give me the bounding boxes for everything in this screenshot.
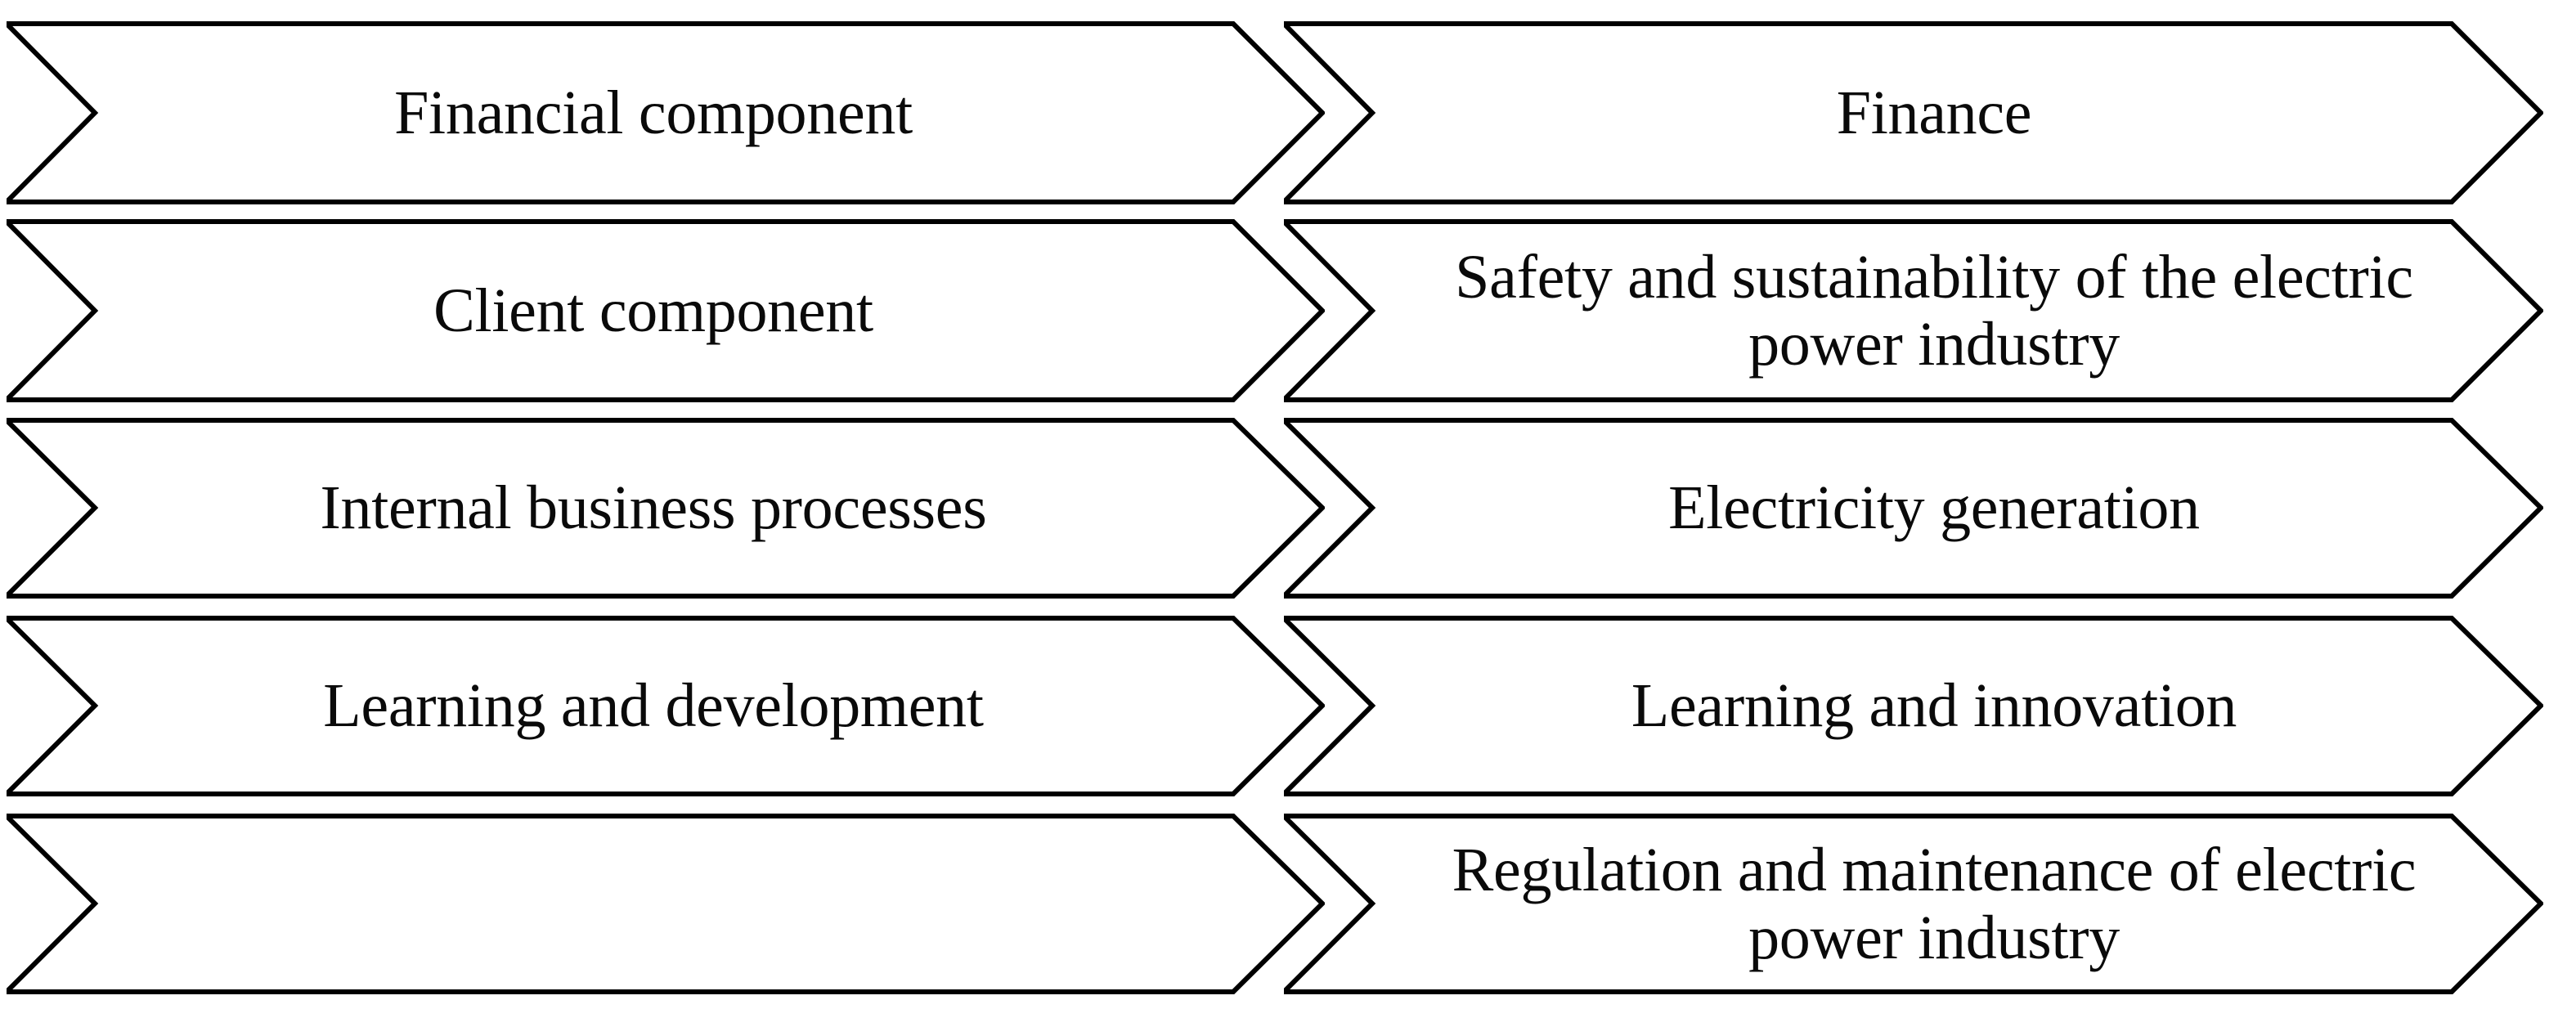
chevron-shape-icon bbox=[1284, 21, 2543, 204]
chevron-right-4[interactable]: Learning and innovation bbox=[1284, 616, 2543, 796]
chevron-shape-icon bbox=[7, 814, 1325, 994]
chevron-left-4[interactable]: Learning and development bbox=[7, 616, 1325, 796]
chevron-shape-icon bbox=[1284, 418, 2543, 599]
diagram-row: Financial component Finance bbox=[0, 21, 2576, 204]
diagram-row: Regulation and maintenance of electric p… bbox=[0, 814, 2576, 994]
chevron-right-3[interactable]: Electricity generation bbox=[1284, 418, 2543, 599]
chevron-shape-icon bbox=[7, 418, 1325, 599]
chevron-shape-icon bbox=[7, 616, 1325, 796]
chevron-shape-icon bbox=[1284, 219, 2543, 402]
chevron-shape-icon bbox=[1284, 814, 2543, 994]
chevron-left-1[interactable]: Financial component bbox=[7, 21, 1325, 204]
chevron-left-2[interactable]: Client component bbox=[7, 219, 1325, 402]
chevron-right-2[interactable]: Safety and sustainability of the electri… bbox=[1284, 219, 2543, 402]
chevron-right-1[interactable]: Finance bbox=[1284, 21, 2543, 204]
chevron-left-5[interactable] bbox=[7, 814, 1325, 994]
diagram-row: Client component Safety and sustainabili… bbox=[0, 219, 2576, 402]
diagram-row: Internal business processes Electricity … bbox=[0, 418, 2576, 599]
chevron-left-3[interactable]: Internal business processes bbox=[7, 418, 1325, 599]
chevron-shape-icon bbox=[7, 219, 1325, 402]
diagram-row: Learning and development Learning and in… bbox=[0, 616, 2576, 796]
chevron-shape-icon bbox=[1284, 616, 2543, 796]
chevron-right-5[interactable]: Regulation and maintenance of electric p… bbox=[1284, 814, 2543, 994]
chevron-shape-icon bbox=[7, 21, 1325, 204]
